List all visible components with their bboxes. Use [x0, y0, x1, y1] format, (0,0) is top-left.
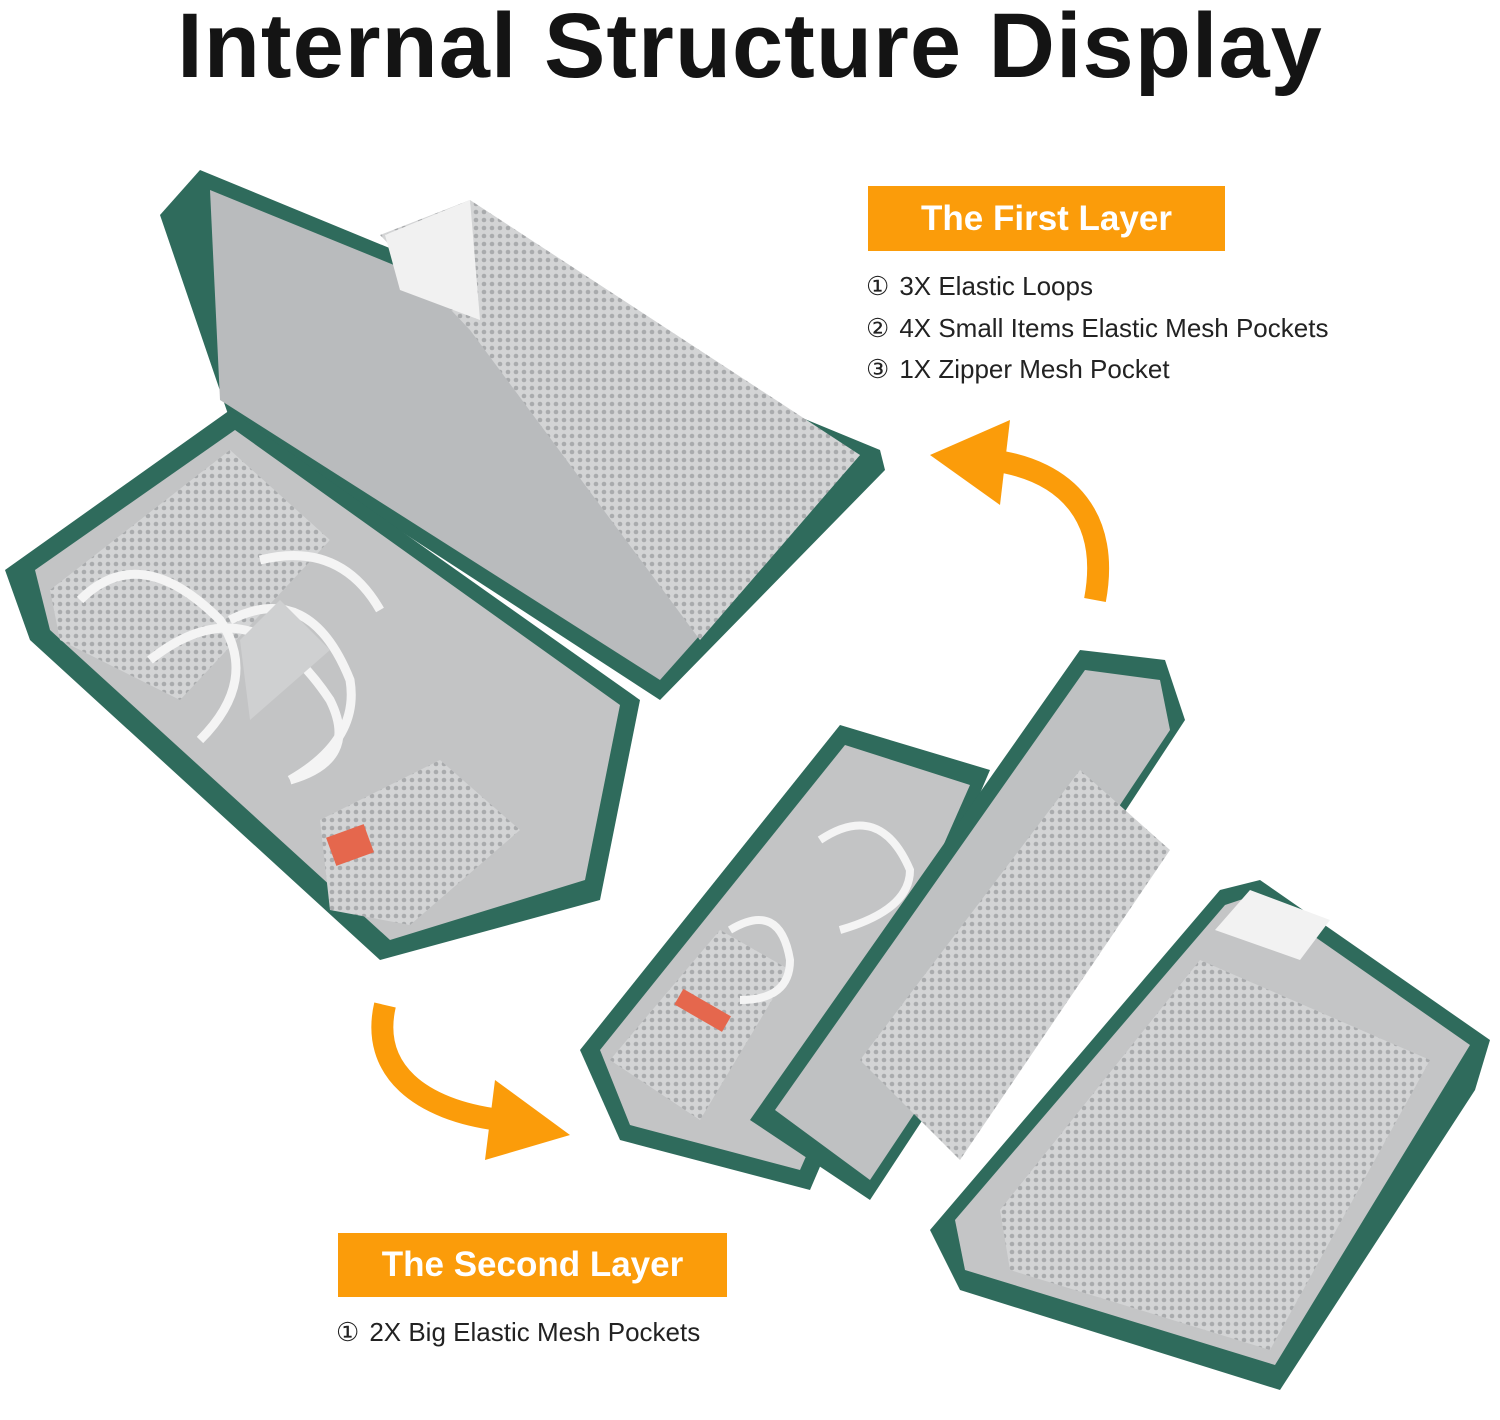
second-layer-feature-list: ① 2X Big Elastic Mesh Pockets: [336, 1312, 700, 1354]
arrow-up-icon: [930, 420, 1110, 603]
second-layer-badge: The Second Layer: [338, 1233, 727, 1297]
item-text: 3X Elastic Loops: [899, 271, 1093, 301]
item-text: 1X Zipper Mesh Pocket: [899, 354, 1170, 384]
page-title: Internal Structure Display: [177, 0, 1323, 97]
feature-item: ③ 1X Zipper Mesh Pocket: [866, 349, 1328, 391]
item-text: 4X Small Items Elastic Mesh Pockets: [899, 312, 1329, 343]
second-layer-case-image: [580, 650, 1490, 1390]
arrow-down-icon: [371, 1002, 570, 1160]
item-number: ①: [336, 1317, 360, 1347]
first-layer-badge: The First Layer: [868, 186, 1225, 251]
first-layer-feature-list: ① 3X Elastic Loops ② 4X Small Items Elasti…: [866, 266, 1328, 391]
item-text: 2X Big Elastic Mesh Pockets: [369, 1317, 701, 1347]
item-number: ②: [866, 312, 890, 343]
first-layer-case-image: [5, 170, 885, 960]
item-number: ①: [866, 271, 890, 301]
feature-item: ① 2X Big Elastic Mesh Pockets: [336, 1312, 700, 1354]
feature-item: ① 3X Elastic Loops: [866, 266, 1328, 308]
feature-item: ② 4X Small Items Elastic Mesh Pockets: [866, 308, 1328, 350]
item-number: ③: [866, 354, 890, 384]
